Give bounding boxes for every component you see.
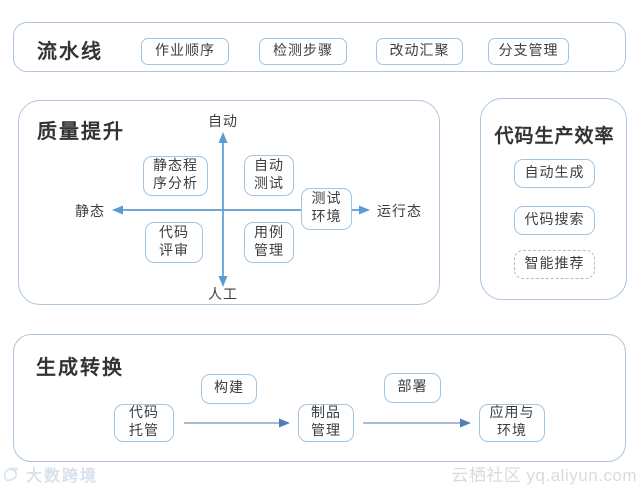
watermark-logo-icon xyxy=(3,466,18,481)
axis-label-runtime: 运行态 xyxy=(377,205,422,220)
pipeline-title: 流水线 xyxy=(37,41,103,63)
flow-arrows-icon xyxy=(184,418,471,428)
transform-title: 生成转换 xyxy=(36,357,124,379)
pipeline-item-branch-mgmt: 分支管理 xyxy=(488,38,569,65)
efficiency-item-code-search: 代码搜索 xyxy=(514,206,595,235)
axis-label-auto: 自动 xyxy=(208,115,238,130)
quality-panel: 质量提升 自动 人工 静态 运行态 静态程 序分析 自动 测试 测试 环境 代码… xyxy=(18,100,440,305)
efficiency-panel: 代码生产效率 自动生成 代码搜索 智能推荐 xyxy=(480,98,627,300)
quality-node-code-review: 代码 评审 xyxy=(145,222,203,263)
watermark-right: 云栖社区 yq.aliyun.com xyxy=(451,466,637,485)
transform-node-artifact-mgmt: 制品 管理 xyxy=(298,404,354,442)
axis-label-static: 静态 xyxy=(75,205,105,220)
efficiency-title: 代码生产效率 xyxy=(494,126,615,147)
pipeline-item-check-steps: 检测步骤 xyxy=(259,38,347,65)
quality-title: 质量提升 xyxy=(37,121,125,143)
quality-node-static-analysis: 静态程 序分析 xyxy=(143,156,208,196)
transform-node-app-env: 应用与 环境 xyxy=(479,404,545,442)
transform-node-build: 构建 xyxy=(201,374,257,404)
efficiency-item-auto-generate: 自动生成 xyxy=(514,159,595,188)
quality-node-auto-test: 自动 测试 xyxy=(244,155,294,196)
quality-node-test-env: 测试 环境 xyxy=(301,188,352,230)
quality-node-case-mgmt: 用例 管理 xyxy=(244,222,294,263)
pipeline-item-job-order: 作业顺序 xyxy=(141,38,229,65)
axis-label-manual: 人工 xyxy=(208,288,238,303)
transform-node-deploy: 部署 xyxy=(384,373,441,403)
pipeline-panel: 流水线 作业顺序 检测步骤 改动汇聚 分支管理 xyxy=(13,22,626,72)
transform-panel: 生成转换 代码 托管 构建 制品 管理 部署 应用与 环境 xyxy=(13,334,626,462)
transform-node-code-hosting: 代码 托管 xyxy=(114,404,174,442)
watermark-left: 大数跨境 xyxy=(3,462,98,486)
pipeline-item-change-merge: 改动汇聚 xyxy=(376,38,463,65)
efficiency-item-smart-recommend: 智能推荐 xyxy=(514,250,595,279)
watermark-left-text: 大数跨境 xyxy=(26,468,99,485)
